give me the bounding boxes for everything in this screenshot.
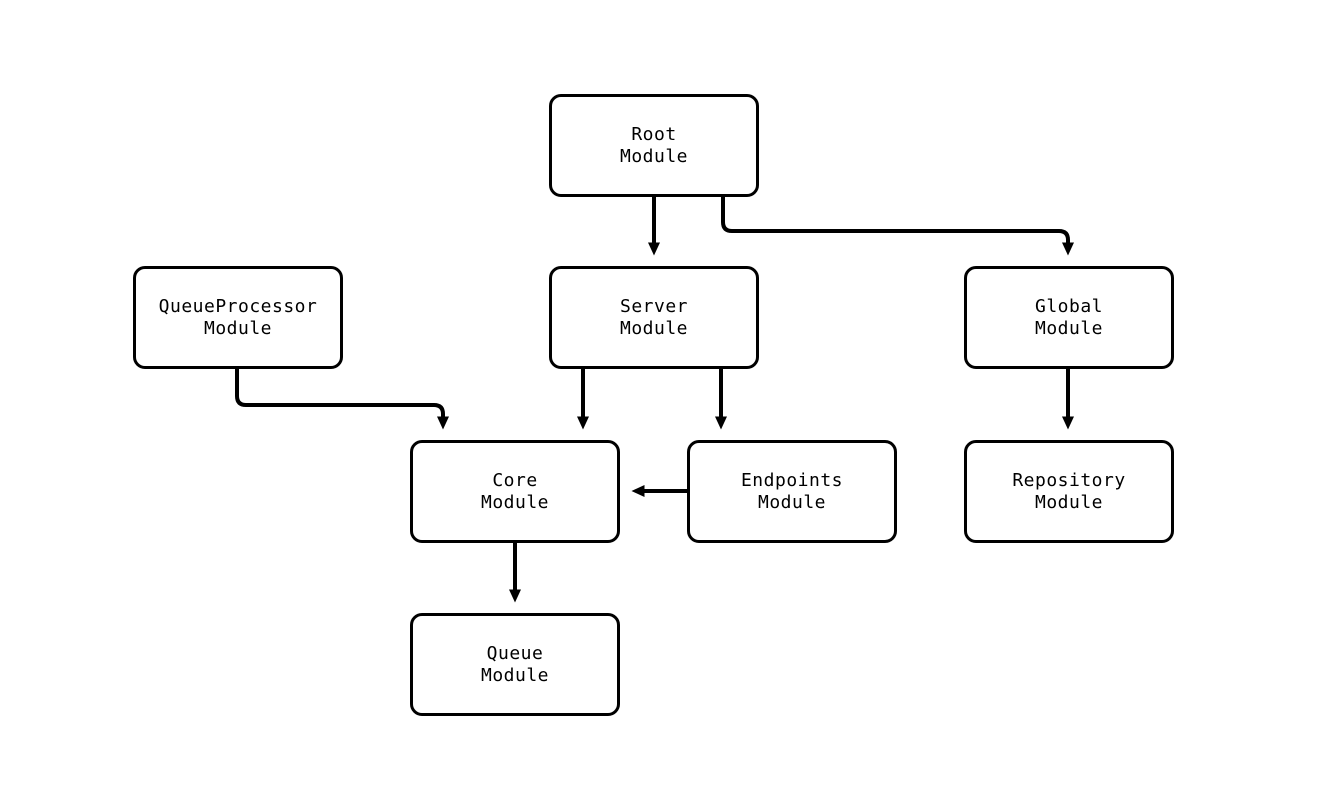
node-label-line2: Module bbox=[480, 664, 550, 686]
node-server-module[interactable]: Server Module bbox=[549, 266, 759, 369]
node-label-line1: QueueProcessor bbox=[158, 295, 318, 317]
node-label-line1: Global bbox=[1034, 295, 1104, 317]
node-queue-module[interactable]: Queue Module bbox=[410, 613, 620, 716]
node-queueprocessor-module[interactable]: QueueProcessor Module bbox=[133, 266, 343, 369]
node-root-module[interactable]: Root Module bbox=[549, 94, 759, 197]
edge-root-to-global bbox=[721, 197, 1074, 256]
node-label-line2: Module bbox=[1034, 317, 1104, 339]
node-label-line2: Module bbox=[480, 491, 550, 513]
node-label-line2: Module bbox=[1034, 491, 1104, 513]
node-endpoints-module[interactable]: Endpoints Module bbox=[687, 440, 897, 543]
node-global-module[interactable]: Global Module bbox=[964, 266, 1174, 369]
node-label-line1: Endpoints bbox=[740, 469, 844, 491]
node-label-line2: Module bbox=[757, 491, 827, 513]
node-label-line2: Module bbox=[203, 317, 273, 339]
node-label-line1: Queue bbox=[486, 642, 544, 664]
node-label-line2: Module bbox=[619, 317, 689, 339]
node-label-line1: Server bbox=[619, 295, 689, 317]
node-repository-module[interactable]: Repository Module bbox=[964, 440, 1174, 543]
node-label-line1: Core bbox=[492, 469, 538, 491]
edge-queueprocessor-to-core bbox=[235, 369, 449, 430]
node-label-line1: Root bbox=[631, 123, 677, 145]
node-core-module[interactable]: Core Module bbox=[410, 440, 620, 543]
node-label-line2: Module bbox=[619, 145, 689, 167]
node-label-line1: Repository bbox=[1012, 469, 1126, 491]
